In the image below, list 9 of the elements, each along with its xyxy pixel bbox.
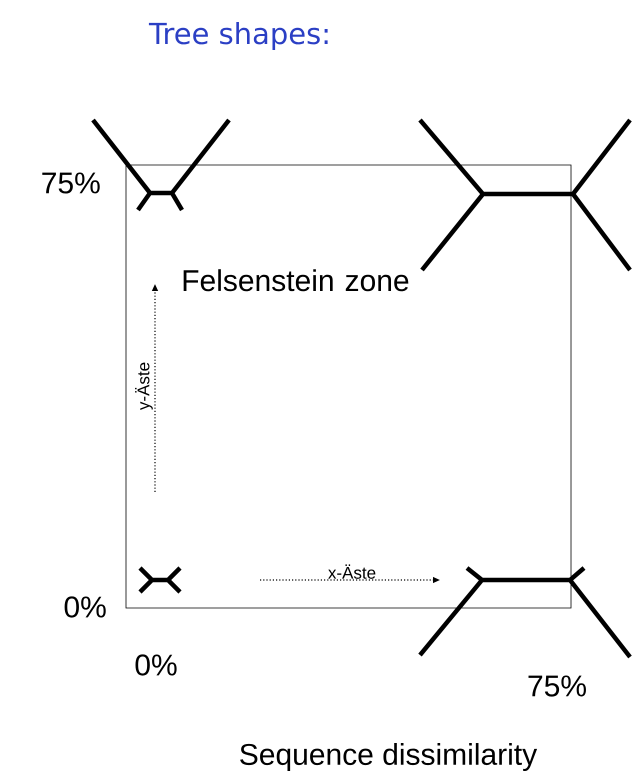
tick-label: 0% [64, 596, 106, 618]
arrow-label: x-Äste [328, 564, 376, 579]
tick-label: 75% [528, 675, 586, 697]
tick-label: 0% [136, 654, 177, 676]
title: Tree shapes: [148, 22, 328, 50]
arrow-label: y-Äste [135, 362, 153, 410]
zone-label: Felsenstein zone [184, 269, 408, 292]
tick-label: 75% [42, 172, 100, 194]
axis-label: Sequence dissimilarity [240, 743, 538, 771]
